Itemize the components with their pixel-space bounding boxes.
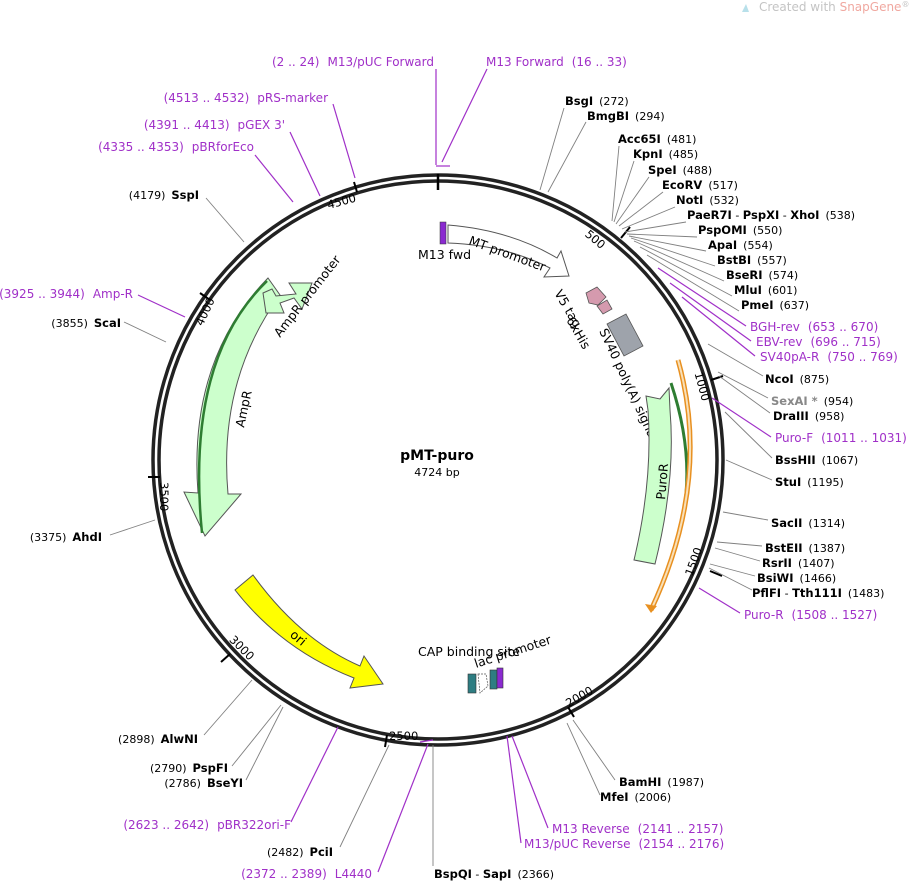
site-apai[interactable]: ApaI(554) — [708, 238, 773, 252]
site-lines — [109, 107, 773, 866]
primer-bgh-rev[interactable]: BGH-rev(653 .. 670) — [750, 320, 878, 334]
lac-promoter-feature[interactable] — [477, 673, 489, 694]
site-draiii[interactable]: DraIII(958) — [773, 409, 844, 423]
site-noti[interactable]: NotI(532) — [676, 193, 739, 207]
cap-binding-feature[interactable] — [467, 673, 477, 694]
site-bsiwi[interactable]: BsiWI(1466) — [757, 571, 836, 585]
site-pspfi[interactable]: (2790)PspFI — [150, 761, 228, 775]
site-stui[interactable]: StuI(1195) — [775, 475, 844, 489]
primer-m13puc-reverse[interactable]: M13/pUC Reverse(2154 .. 2176) — [524, 837, 724, 851]
site-bseyi[interactable]: (2786)BseYI — [164, 776, 243, 790]
site-pflfi-tth111i[interactable]: PflFI - Tth111I(1483) — [752, 586, 884, 600]
site-bsteii[interactable]: BstEII(1387) — [765, 541, 845, 555]
site-pcii[interactable]: (2482)PciI — [267, 845, 333, 859]
site-paer7i-pspxi-xhoi[interactable]: PaeR7I - PspXI - XhoI(538) — [687, 208, 855, 222]
site-pmei[interactable]: PmeI(637) — [741, 298, 809, 312]
site-sspi[interactable]: (4179)SspI — [129, 188, 199, 202]
m13-rev-feature[interactable] — [496, 667, 504, 689]
site-mfei[interactable]: MfeI(2006) — [600, 790, 671, 804]
watermark-text: Created with SnapGene® — [759, 0, 909, 14]
tick-label-4000: 4000 — [193, 295, 218, 327]
site-ahdi[interactable]: (3375)AhdI — [30, 530, 102, 544]
tick-label-2500: 2500 — [389, 729, 418, 743]
site-ecorv[interactable]: EcoRV(517) — [662, 178, 738, 192]
primer-pbr322ori-f[interactable]: (2623 .. 2642)pBR322ori-F — [123, 818, 291, 832]
primer-labels: (2 .. 24)M13/pUC Forward M13 Forward(16 … — [0, 55, 907, 881]
site-rsrii[interactable]: RsrII(1407) — [762, 556, 835, 570]
site-bmgbi[interactable]: BmgBI(294) — [587, 109, 665, 123]
m13-fwd-feature[interactable] — [439, 221, 447, 245]
lac-operator-feature[interactable] — [489, 669, 498, 690]
site-kpni[interactable]: KpnI(485) — [633, 147, 698, 161]
tick-label-4500: 4500 — [326, 191, 358, 212]
site-bstbi[interactable]: BstBI(557) — [717, 253, 787, 267]
tick-label-1500: 1500 — [682, 545, 705, 577]
primer-m13-forward[interactable]: M13 Forward(16 .. 33) — [486, 55, 627, 69]
ampr-green-bar — [197, 280, 268, 534]
primer-m13puc-forward[interactable]: (2 .. 24)M13/pUC Forward — [272, 55, 434, 69]
site-sexai[interactable]: SexAI *(954) — [771, 394, 853, 408]
site-mlui[interactable]: MluI(601) — [734, 283, 797, 297]
puror-feature[interactable] — [633, 386, 672, 565]
primer-prs-marker[interactable]: (4513 .. 4532)pRS-marker — [164, 91, 328, 105]
ori-feature[interactable] — [234, 574, 384, 689]
tick-marks — [148, 181, 724, 748]
site-bsgi[interactable]: BsgI(272) — [565, 94, 629, 108]
ampr-promoter-feature[interactable] — [262, 282, 313, 314]
site-bsshii[interactable]: BssHII(1067) — [775, 453, 858, 467]
site-pspomi[interactable]: PspOMI(550) — [698, 223, 782, 237]
site-bamhi[interactable]: BamHI(1987) — [619, 775, 704, 789]
orange-arrowhead — [645, 604, 657, 613]
puror-orange-inner — [650, 359, 692, 611]
v5-tag-feature[interactable] — [585, 286, 607, 306]
mt-promoter-feature[interactable] — [447, 224, 570, 278]
site-bspqi-sapi[interactable]: BspQI - SapI(2366) — [434, 867, 554, 881]
snapgene-logo-icon — [742, 4, 749, 12]
primer-puro-r[interactable]: Puro-R(1508 .. 1527) — [744, 608, 877, 622]
ampr-label: AmpR — [232, 389, 255, 429]
plasmid-length: 4724 bp — [414, 466, 459, 479]
puror-label: PuroR — [653, 462, 671, 500]
primer-pgex3[interactable]: (4391 .. 4413)pGEX 3' — [144, 118, 285, 132]
6xhis-feature[interactable] — [596, 299, 613, 315]
6xhis-label: 6xHis — [563, 314, 593, 352]
primer-puro-f[interactable]: Puro-F(1011 .. 1031) — [775, 431, 907, 445]
site-labels: BsgI(272) BmgBI(294) Acc65I(481) KpnI(48… — [30, 94, 885, 881]
plasmid-name: pMT-puro — [400, 448, 474, 464]
primer-l4440[interactable]: (2372 .. 2389)L4440 — [241, 867, 372, 881]
primer-lines — [137, 68, 772, 873]
primer-sv40pa-r[interactable]: SV40pA-R(750 .. 769) — [760, 350, 898, 364]
tick-label-3500: 3500 — [157, 482, 171, 511]
site-bseri[interactable]: BseRI(574) — [726, 268, 798, 282]
primer-amp-r[interactable]: (3925 .. 3944)Amp-R — [0, 287, 133, 301]
site-scai[interactable]: (3855)ScaI — [51, 316, 121, 330]
site-sacii[interactable]: SacII(1314) — [771, 516, 845, 530]
site-acc65i[interactable]: Acc65I(481) — [618, 132, 696, 146]
m13-fwd-label: M13 fwd — [418, 247, 471, 262]
snapgene-watermark: Created with SnapGene® — [742, 0, 909, 14]
primer-pbrforeco[interactable]: (4335 .. 4353)pBRforEco — [98, 140, 254, 154]
primer-ebv-rev[interactable]: EBV-rev(696 .. 715) — [756, 335, 881, 349]
cap-binding-label: CAP binding site — [418, 644, 520, 659]
site-ncoi[interactable]: NcoI(875) — [765, 372, 829, 386]
primer-m13-reverse[interactable]: M13 Reverse(2141 .. 2157) — [552, 822, 723, 836]
site-spei[interactable]: SpeI(488) — [648, 163, 712, 177]
sv40-polya-feature[interactable] — [606, 313, 644, 357]
site-alwni[interactable]: (2898)AlwNI — [118, 732, 198, 746]
